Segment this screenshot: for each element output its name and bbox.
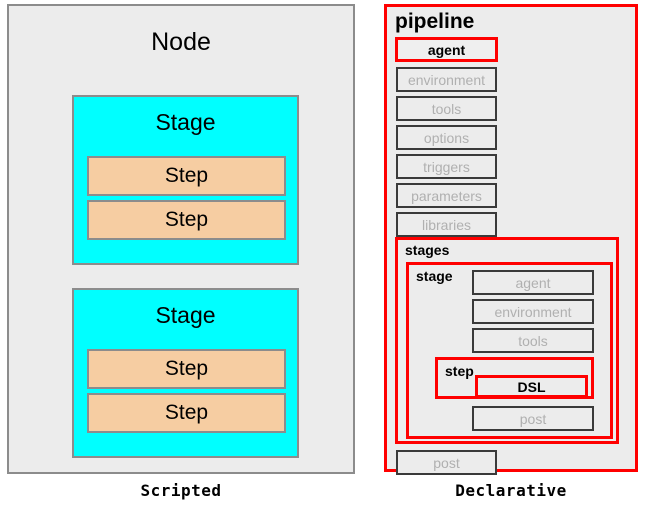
scripted-stage-2-label: Stage: [155, 302, 216, 328]
stage-block: stage agent environment tools step DSL p…: [406, 262, 613, 439]
pipeline-directive-libraries[interactable]: libraries: [396, 212, 497, 237]
stages-block: stages stage agent environment tools ste…: [395, 237, 619, 444]
stages-title: stages: [405, 242, 450, 258]
declarative-caption: Declarative: [455, 481, 567, 500]
pipeline-directive-agent[interactable]: agent: [395, 37, 498, 62]
pipeline-directive-post[interactable]: post: [396, 450, 497, 475]
pipeline-directive-triggers[interactable]: triggers: [396, 154, 497, 179]
scripted-caption: Scripted: [140, 481, 222, 500]
node-title: Node: [151, 28, 211, 56]
pipeline-directive-tools[interactable]: tools: [396, 96, 497, 121]
pipeline-block: pipeline agent environment tools options…: [384, 4, 638, 475]
stage-directive-post[interactable]: post: [472, 406, 594, 431]
dsl-box[interactable]: DSL: [475, 375, 588, 398]
scripted-stage-2[interactable]: Stage Step Step: [72, 288, 299, 458]
pipeline-directive-options[interactable]: options: [396, 125, 497, 150]
stage-directive-tools[interactable]: tools: [472, 328, 594, 353]
scripted-stage-1-label: Stage: [155, 109, 216, 135]
scripted-stage-1[interactable]: Stage Step Step: [72, 95, 299, 265]
stage-title: stage: [416, 268, 453, 284]
scripted-stage-1-step-1[interactable]: Step: [87, 156, 286, 196]
scripted-stage-1-step-2[interactable]: Step: [87, 200, 286, 240]
stage-directive-environment[interactable]: environment: [472, 299, 594, 324]
pipeline-directive-environment[interactable]: environment: [396, 67, 497, 92]
pipeline-directive-parameters[interactable]: parameters: [396, 183, 497, 208]
step-block: step DSL: [435, 357, 594, 399]
stage-directive-agent[interactable]: agent: [472, 270, 594, 295]
scripted-stage-2-step-2[interactable]: Step: [87, 393, 286, 433]
scripted-stage-2-step-1[interactable]: Step: [87, 349, 286, 389]
step-title: step: [445, 363, 474, 379]
pipeline-title: pipeline: [395, 10, 475, 33]
scripted-panel: Node Stage Step Step Stage Step Step: [7, 4, 355, 474]
